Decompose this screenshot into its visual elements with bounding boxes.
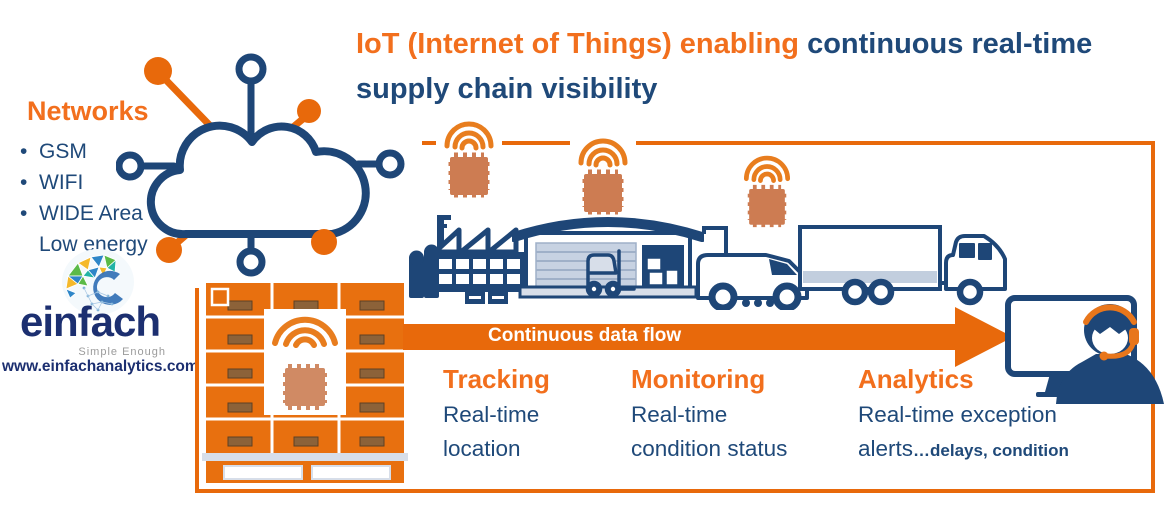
bullet: • — [20, 202, 28, 225]
cloud-network-icon — [116, 53, 405, 277]
list-item: •WIDE Area — [20, 198, 148, 229]
column-line: Real-time — [631, 402, 728, 427]
list-item: •WIFI — [20, 167, 148, 198]
column-line: Real-time — [443, 402, 540, 427]
column-line: location — [443, 436, 521, 461]
alerts-text: alerts — [858, 436, 914, 461]
data-flow-arrow — [403, 307, 1013, 367]
pallet-crates-icon — [202, 283, 408, 483]
title-line-2: supply chain visibility — [356, 73, 658, 105]
iot-chip-wifi-icon — [436, 118, 502, 198]
networks-list: •GSM •WIFI •WIDE Area Low energy — [20, 136, 148, 260]
data-flow-label: Continuous data flow — [488, 325, 682, 346]
analytics-column: Analytics Real-time exception alerts…del… — [858, 362, 1069, 468]
column-line: condition status — [631, 436, 788, 461]
monitoring-column: Monitoring Real-time condition status — [631, 362, 787, 466]
iot-tag-card — [264, 309, 346, 415]
iot-chip-wifi-icon — [570, 134, 636, 216]
website-url: www.einfachanalytics.com — [2, 358, 199, 375]
networks-heading: Networks — [27, 96, 149, 126]
title-line-1: IoT (Internet of Things) enabling contin… — [356, 22, 1156, 67]
title-orange-part: IoT (Internet of Things) enabling — [356, 28, 808, 60]
title-blue-part: continuous real-time — [807, 28, 1093, 60]
brand-name: einfach — [20, 298, 161, 345]
column-heading: Monitoring — [631, 364, 766, 394]
tracking-column: Tracking Real-time location — [443, 362, 550, 466]
bullet: • — [20, 140, 28, 163]
page-title: IoT (Internet of Things) enabling contin… — [356, 22, 1156, 112]
column-heading: Analytics — [858, 364, 974, 394]
column-heading: Tracking — [443, 364, 550, 394]
van-icon — [696, 226, 809, 310]
frame-left-line — [195, 288, 199, 493]
column-line: Real-time exception — [858, 402, 1057, 427]
column-line: alerts…delays, condition — [858, 432, 1069, 468]
einfach-globe-icon — [62, 249, 134, 315]
frame-top-line — [422, 141, 1155, 145]
bullet: • — [20, 171, 28, 194]
list-item: •GSM — [20, 136, 148, 167]
frame-right-line — [1151, 141, 1155, 493]
iot-chip-wifi-icon — [736, 152, 798, 228]
list-item-indented: Low energy — [39, 233, 148, 256]
forklift-icon — [585, 249, 636, 298]
brand-tagline: Simple Enough — [78, 346, 166, 358]
factory-icon — [409, 215, 529, 304]
alerts-detail-text: …delays, condition — [913, 441, 1069, 460]
warehouse-icon — [512, 217, 704, 299]
truck-icon — [798, 225, 1007, 306]
frame-bottom-line — [195, 489, 1155, 493]
operator-headset-icon — [1005, 295, 1164, 404]
